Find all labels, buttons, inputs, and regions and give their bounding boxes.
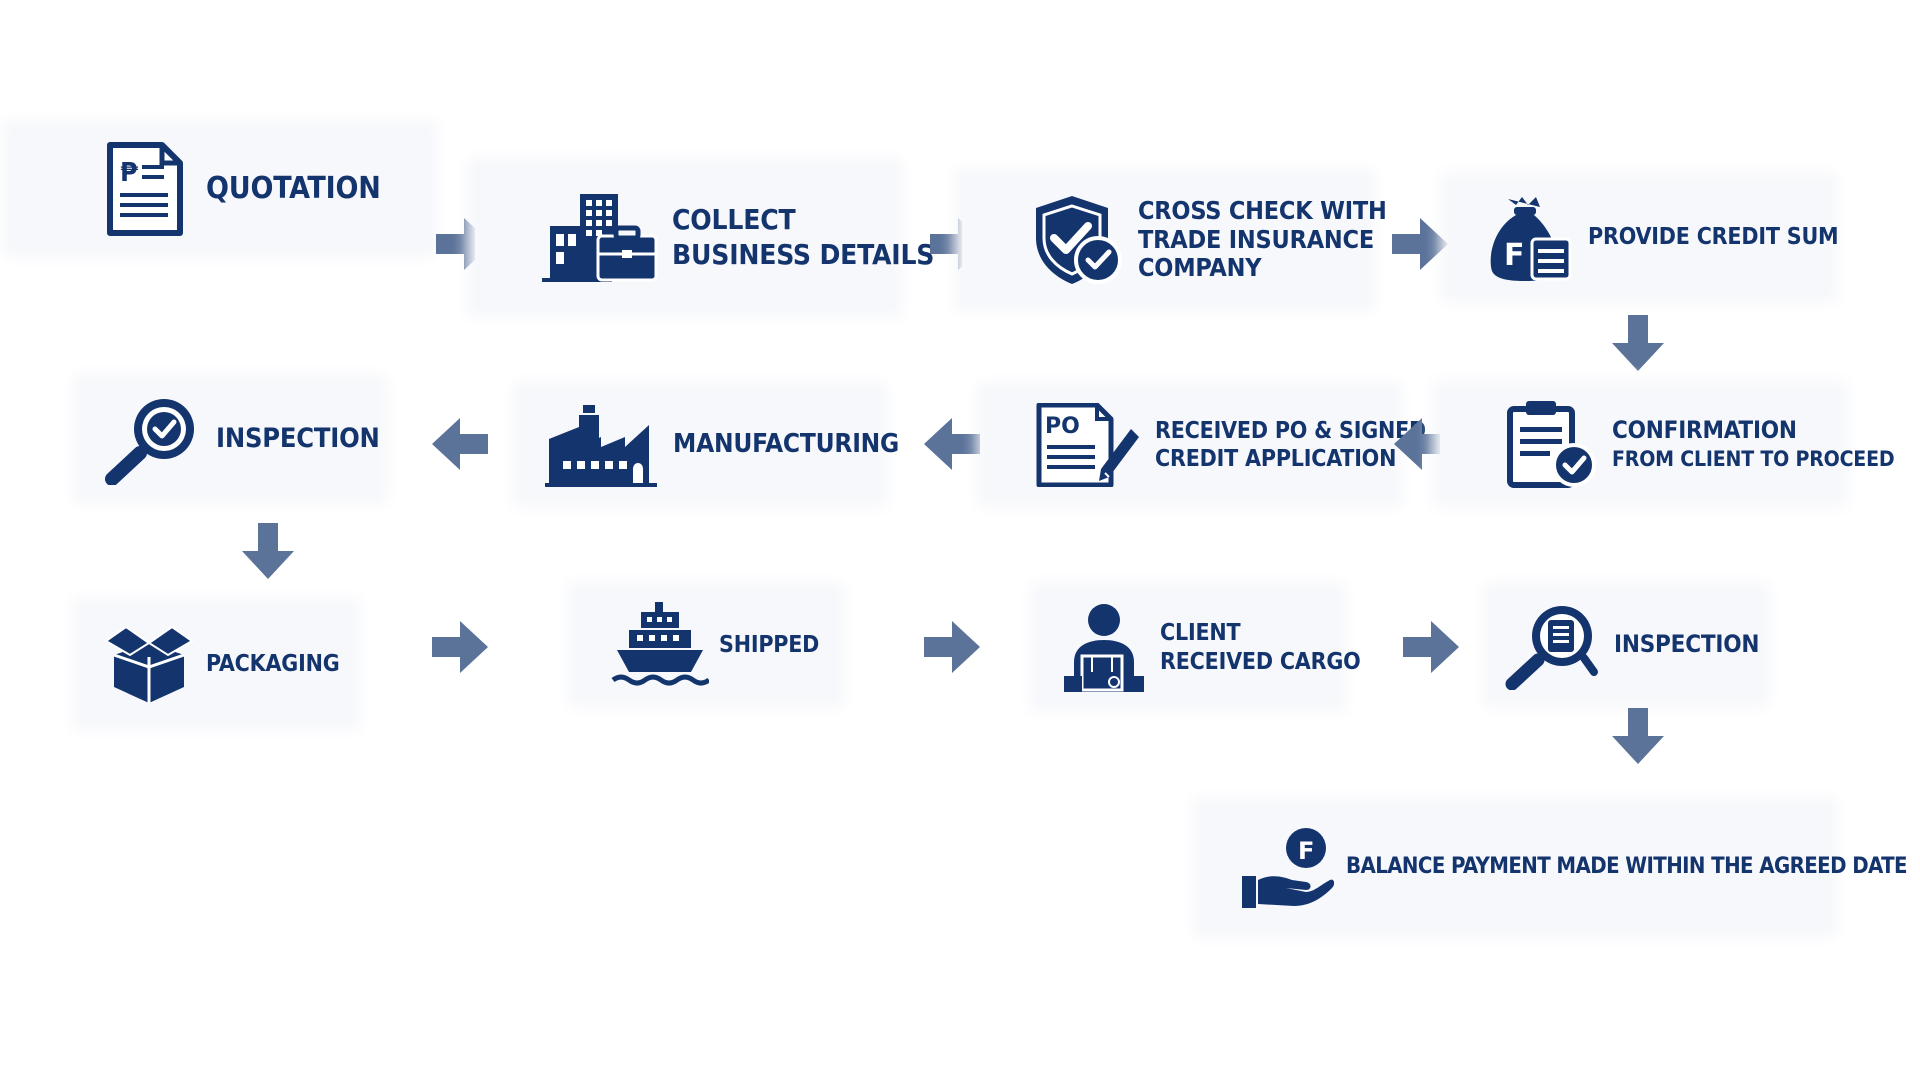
step-label: CROSS CHECK WITH TRADE INSURANCE COMPANY [1138,195,1387,283]
po-document-pen-icon: PO [1035,403,1145,487]
step-quotation: ₱ QUOTATION [10,128,430,250]
step-provide-credit-sum: F PROVIDE CREDIT SUM [1448,180,1839,295]
step-label: CLIENT RECEIVED CARGO [1160,620,1361,675]
quotation-document-icon: ₱ [102,141,186,237]
magnifier-document-icon [1504,600,1602,690]
factory-icon [545,403,659,487]
step-balance-payment: F BALANCE PAYMENT MADE WITHIN THE AGREED… [1200,805,1908,930]
step-confirmation: CONFIRMATION FROM CLIENT TO PROCEED [1440,388,1895,500]
arrow-right [432,621,488,673]
arrow-right [1403,621,1459,673]
svg-text:F: F [1298,837,1314,865]
step-client-received-cargo: CLIENT RECEIVED CARGO [1038,590,1361,705]
step-label: CONFIRMATION FROM CLIENT TO PROCEED [1612,416,1895,471]
step-label: PROVIDE CREDIT SUM [1588,224,1839,251]
step-label: INSPECTION [216,423,380,455]
arrow-right [1392,218,1448,270]
magnifier-check-icon [102,395,200,485]
clipboard-check-icon [1506,399,1598,489]
step-label: INSPECTION [1614,630,1760,659]
box-icon [104,623,194,705]
step-label: RECEIVED PO & SIGNED CREDIT APPLICATION [1155,417,1427,472]
step-label: PACKAGING [206,650,340,677]
step-cross-check: CROSS CHECK WITH TRADE INSURANCE COMPANY [962,175,1387,305]
step-label: QUOTATION [206,170,381,206]
step-label: BALANCE PAYMENT MADE WITHIN THE AGREED D… [1346,854,1908,880]
step-received-po: PO RECEIVED PO & SIGNED CREDIT APPLICATI… [985,390,1426,500]
svg-text:₱: ₱ [120,158,139,188]
step-label: COLLECT BUSINESS DETAILS [672,203,935,271]
arrow-down [242,523,294,579]
arrow-left [432,418,488,470]
step-label: SHIPPED [719,631,820,658]
step-collect-business-details: COLLECT BUSINESS DETAILS [475,165,934,310]
step-inspection-final: INSPECTION [1490,590,1762,700]
svg-text:F: F [1504,238,1525,273]
arrow-left [1394,418,1450,470]
step-inspection: INSPECTION [80,382,380,497]
arrow-down [1612,315,1664,371]
shield-check-icon [1032,194,1124,286]
step-shipped: SHIPPED [575,590,837,700]
hand-coin-icon: F [1240,826,1334,910]
step-packaging: PACKAGING [80,605,352,723]
office-briefcase-icon [540,192,658,284]
arrow-right [924,621,980,673]
ship-icon [611,600,709,690]
person-parcel-icon [1060,602,1148,694]
step-label: MANUFACTURING [673,429,900,460]
money-bag-icon: F [1486,193,1574,283]
arrow-down [1612,708,1664,764]
arrow-left [924,418,980,470]
step-manufacturing: MANUFACTURING [520,390,899,500]
po-icon-text: PO [1045,414,1080,439]
